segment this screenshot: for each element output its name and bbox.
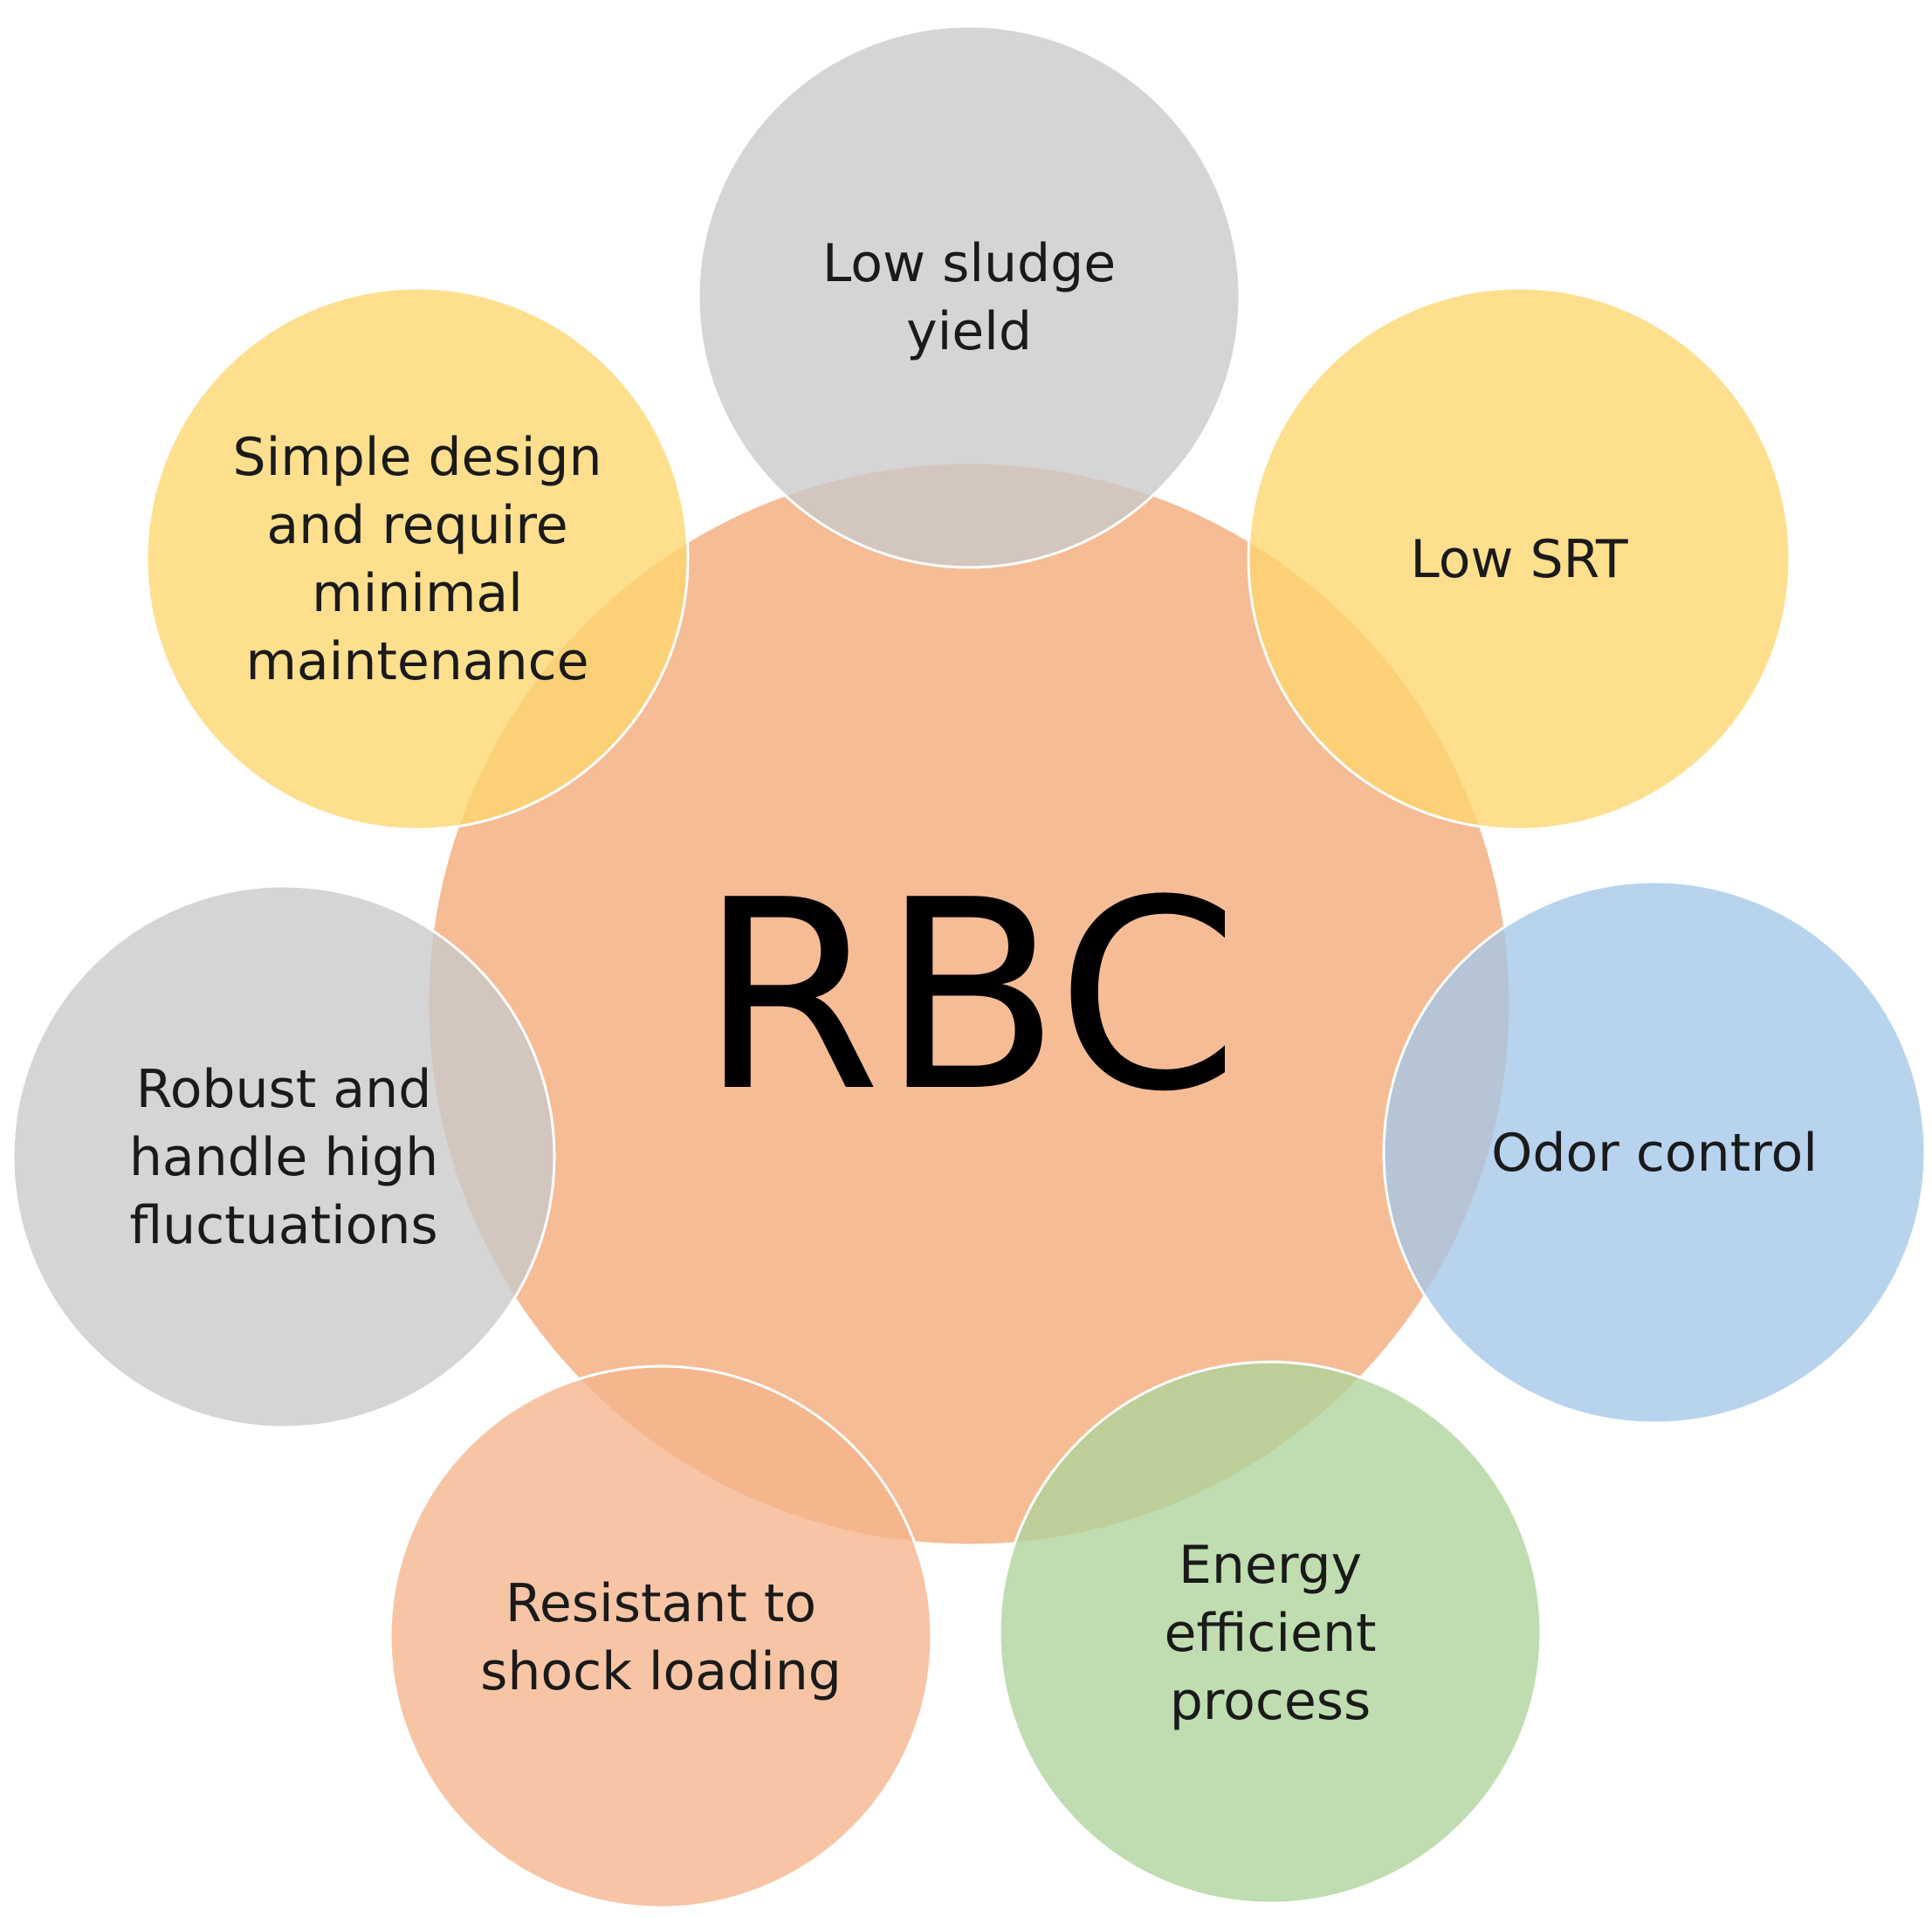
node-circle-energy-efficient-process bbox=[998, 1360, 1543, 1905]
node-label-line: fluctuations bbox=[129, 1195, 437, 1256]
node-label-simple-design: Simple design and require minimal maintenan… bbox=[233, 427, 602, 692]
node-label-line: Odor control bbox=[1491, 1123, 1818, 1184]
node-robust-and-handle-high-fluctuations: Robust and handle high fluctuations bbox=[11, 884, 556, 1429]
node-label-line: shock loading bbox=[480, 1641, 842, 1702]
node-resistant-to-shock-loading: Resistant to shock loading bbox=[388, 1365, 933, 1909]
node-label-odor-control: Odor control bbox=[1491, 1123, 1818, 1184]
node-label-line: Low SRT bbox=[1410, 529, 1628, 590]
node-circle-low-sludge-yield bbox=[697, 24, 1241, 569]
node-label-low-srt: Low SRT bbox=[1410, 529, 1628, 590]
node-label-energy-efficient-process: Energy efficient process bbox=[1164, 1535, 1376, 1732]
node-label-line: Resistant to bbox=[505, 1573, 816, 1634]
node-label-resistant-to-shock-loading: Resistant to shock loading bbox=[480, 1573, 842, 1702]
node-label-low-sludge-yield: Low sludge yield bbox=[822, 233, 1116, 362]
node-label-line: Simple design bbox=[233, 427, 602, 488]
node-label-robust-and-handle-high-fluctuations: Robust and handle high fluctuations bbox=[129, 1059, 438, 1256]
node-label-line: process bbox=[1170, 1671, 1372, 1732]
node-low-sludge-yield: Low sludge yield bbox=[697, 24, 1241, 569]
node-label-line: minimal bbox=[312, 563, 523, 624]
node-odor-control: Odor control bbox=[1382, 880, 1927, 1425]
center-label: RBC bbox=[699, 844, 1239, 1149]
node-label-line: Low sludge bbox=[822, 233, 1116, 294]
node-label-line: maintenance bbox=[245, 631, 588, 692]
node-label-line: Energy bbox=[1179, 1535, 1362, 1596]
node-label-line: yield bbox=[906, 301, 1032, 362]
node-label-line: efficient bbox=[1164, 1603, 1376, 1664]
node-label-line: Robust and bbox=[136, 1059, 432, 1120]
node-energy-efficient-process: Energy efficient process bbox=[998, 1360, 1543, 1905]
node-circle-resistant-to-shock-loading bbox=[388, 1365, 933, 1909]
node-label-line: and require bbox=[266, 495, 567, 556]
node-circle-simple-design bbox=[145, 286, 690, 831]
node-circle-odor-control bbox=[1382, 880, 1927, 1425]
center-label-layer: RBC bbox=[699, 844, 1239, 1149]
node-circle-low-srt bbox=[1247, 286, 1791, 831]
node-low-srt: Low SRT bbox=[1247, 286, 1791, 831]
node-circle-robust-and-handle-high-fluctuations bbox=[11, 884, 556, 1429]
node-label-line: handle high bbox=[129, 1127, 438, 1188]
node-simple-design: Simple design and require minimal maintenan… bbox=[145, 286, 690, 831]
